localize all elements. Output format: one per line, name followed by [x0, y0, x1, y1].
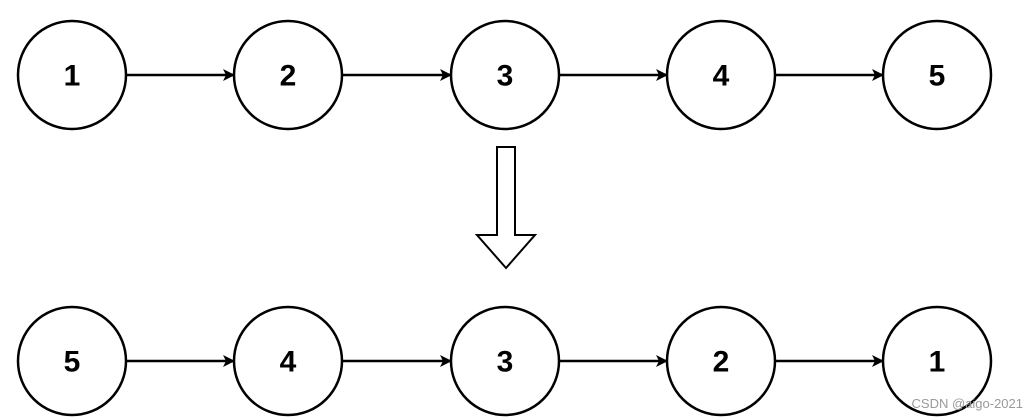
reverse-transform-arrow [474, 146, 538, 270]
original-list-node-2: 2 [232, 19, 344, 131]
reversed-list-node-label: 4 [280, 346, 297, 379]
original-list-node-label: 3 [497, 60, 514, 93]
reversed-list-node-circle [449, 305, 561, 417]
reversed-list-node-2: 4 [232, 305, 344, 417]
original-list-node-circle [881, 19, 993, 131]
reversed-list-node-label: 5 [64, 346, 81, 379]
original-list-node-label: 1 [64, 60, 81, 93]
original-list-row: 1 2 3 4 5 [16, 19, 993, 131]
original-list-node-3: 3 [449, 19, 561, 131]
original-list-node-5: 5 [881, 19, 993, 131]
reversed-list-node-4: 2 [665, 305, 777, 417]
reversed-list-node-label: 3 [497, 346, 514, 379]
reversed-list-node-5: 1 [881, 305, 993, 417]
original-list-node-label: 5 [929, 60, 946, 93]
original-list-node-1: 1 [16, 19, 128, 131]
original-list-node-circle [449, 19, 561, 131]
watermark-text: CSDN @aigo-2021 [911, 396, 1023, 411]
reversed-list-node-3: 3 [449, 305, 561, 417]
reversed-list-node-circle [881, 305, 993, 417]
original-list-node-circle [232, 19, 344, 131]
original-list-node-label: 2 [280, 60, 297, 93]
original-list-node-circle [16, 19, 128, 131]
reversed-list-row: 5 4 3 2 1 [16, 305, 993, 417]
original-list-node-label: 4 [713, 60, 730, 93]
reversed-list-node-1: 5 [16, 305, 128, 417]
reversed-list-node-label: 2 [713, 346, 730, 379]
original-list-node-4: 4 [665, 19, 777, 131]
reversed-list-node-circle [232, 305, 344, 417]
reversed-list-node-circle [16, 305, 128, 417]
original-list-node-circle [665, 19, 777, 131]
reversed-list-node-label: 1 [929, 346, 946, 379]
reversed-list-node-circle [665, 305, 777, 417]
